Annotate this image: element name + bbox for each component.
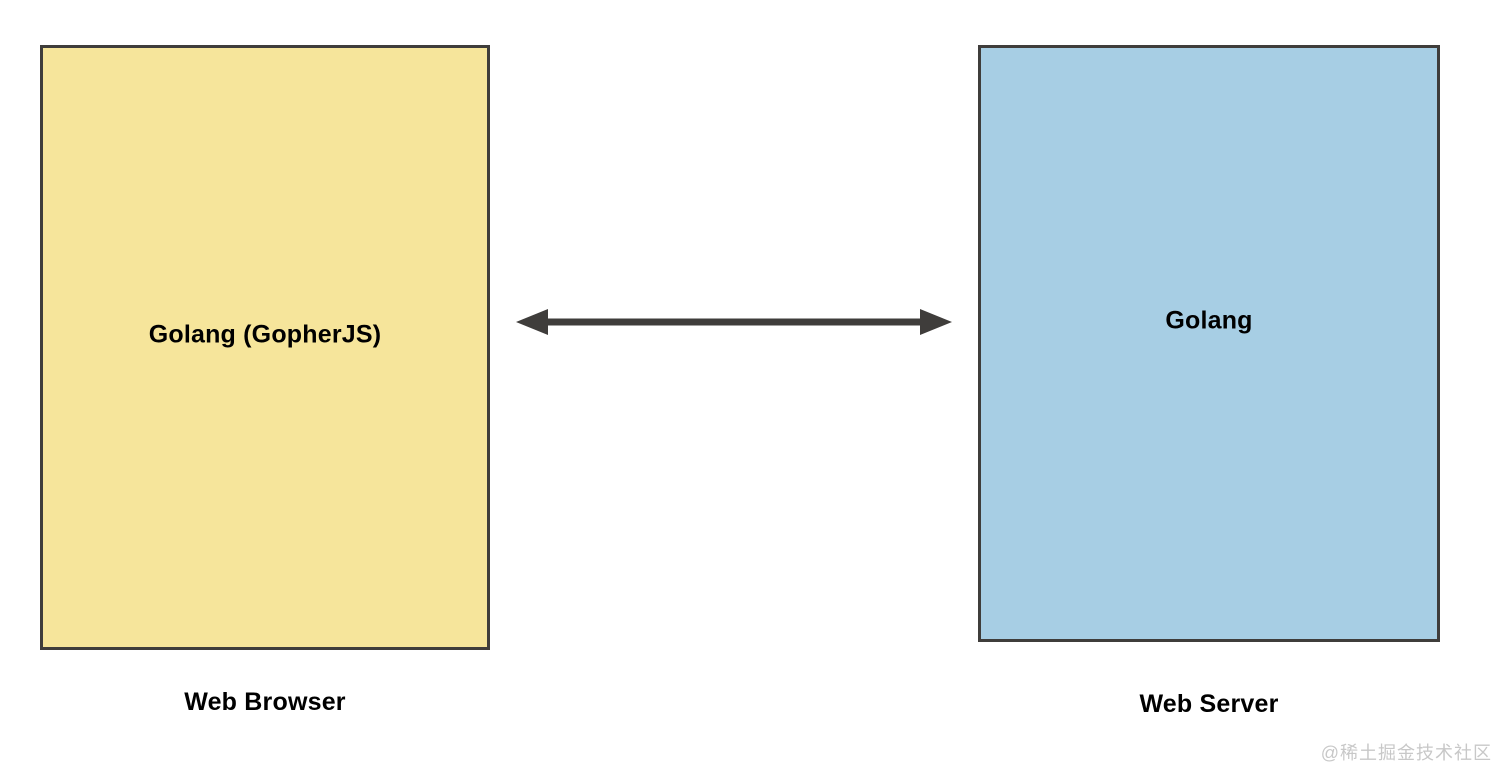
caption-web-browser: Web Browser bbox=[184, 688, 346, 716]
node-web-browser-label: Golang (GopherJS) bbox=[148, 320, 382, 349]
arrow-head-left-icon bbox=[516, 309, 548, 335]
node-web-server-label: Golang bbox=[1165, 306, 1253, 335]
node-web-server-box: Golang bbox=[978, 45, 1440, 642]
node-web-browser-box: Golang (GopherJS) bbox=[40, 45, 490, 650]
arrow-head-right-icon bbox=[920, 309, 952, 335]
caption-web-server: Web Server bbox=[1139, 690, 1279, 718]
watermark: @稀土掘金技术社区 bbox=[1320, 743, 1492, 763]
bidirectional-arrow bbox=[516, 309, 952, 335]
